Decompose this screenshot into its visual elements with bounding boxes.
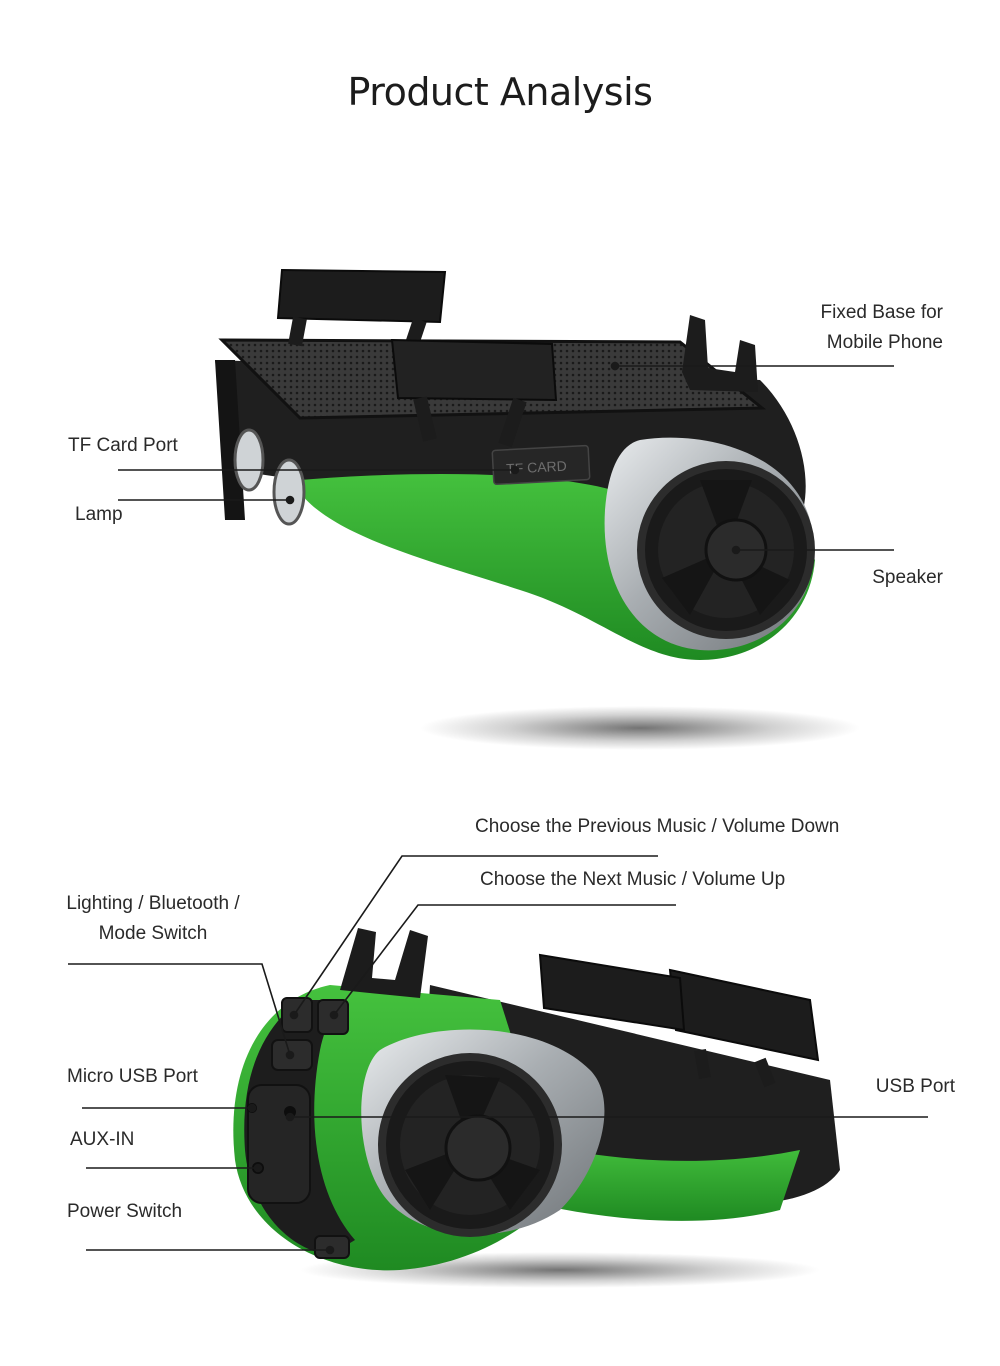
leader-mode-switch [68,963,291,1056]
callout-mode-switch-line-2: Mode Switch [98,923,208,944]
leader-next-music [333,904,676,1016]
callout-previous-music: Choose the Previous Music / Volume Down [475,816,840,837]
top-view-shadow [420,706,860,750]
lamp-lens-1 [233,428,265,492]
callout-mode-switch-line-1: Lighting / Bluetooth / [66,893,240,914]
tf-card-marking: TF CARD [506,458,567,477]
tf-card-slot [491,444,591,486]
page-title: Product Analysis [347,70,653,114]
top-view-front-clamp [390,338,558,402]
callout-mode-switch: Lighting / Bluetooth / Mode Switch [58,889,248,949]
leader-previous-music [293,855,658,1016]
top-view-back-clamp [276,268,447,324]
callout-fixed-base-line-2: Mobile Phone [826,332,943,353]
callout-power-switch: Power Switch [67,1201,183,1222]
side-view-port-block [247,1084,311,1204]
callout-next-music: Choose the Next Music / Volume Up [480,869,786,890]
callout-speaker: Speaker [872,567,943,588]
top-view-device: TF CARD [215,268,860,750]
side-view-fork [340,928,428,998]
callout-lamp: Lamp [75,504,123,525]
lamp-lens-2 [272,458,306,526]
callout-tf-card-port: TF Card Port [68,435,178,456]
callout-aux-in: AUX-IN [70,1129,135,1150]
top-view-fork [682,315,758,392]
callout-fixed-base: Fixed Base for Mobile Phone [821,298,944,358]
side-view-device [233,928,840,1288]
callout-micro-usb-port: Micro USB Port [67,1066,198,1087]
side-view-rear-clamp [668,968,820,1062]
callout-fixed-base-line-1: Fixed Base for [820,302,944,323]
leader-lines [68,361,928,1255]
callout-usb-port: USB Port [875,1076,955,1097]
